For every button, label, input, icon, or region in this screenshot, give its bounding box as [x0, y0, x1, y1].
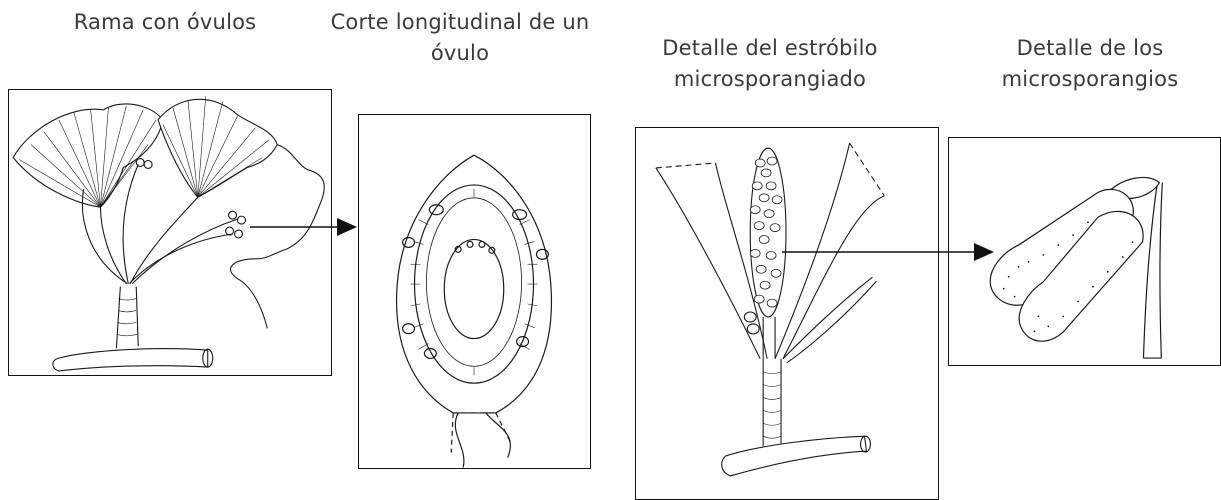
- strobilus-illustration: [636, 128, 938, 499]
- caption-line: Corte longitudinal de un: [310, 7, 610, 38]
- caption-line: óvulo: [310, 38, 610, 69]
- caption-line: microsporangios: [960, 64, 1220, 95]
- caption-branch-with-ovules: Rama con óvulos: [40, 7, 290, 38]
- caption-line: microsporangiado: [620, 64, 920, 95]
- panel-ovule-section: [358, 114, 591, 469]
- arrow-head-icon: [337, 218, 357, 236]
- panel-microsporangiate-strobilus: [635, 127, 939, 500]
- ginkgo-branch-illustration: [9, 90, 331, 375]
- panel-branch-with-ovules: [8, 89, 332, 376]
- caption-microsporangiate-strobilus: Detalle del estróbilo microsporangiado: [620, 33, 920, 95]
- caption-line: Rama con óvulos: [40, 7, 290, 38]
- ovule-section-illustration: [359, 115, 590, 468]
- caption-microsporangia-detail: Detalle de los microsporangios: [960, 33, 1220, 95]
- caption-ovule-longitudinal-section: Corte longitudinal de un óvulo: [310, 7, 610, 69]
- microsporangia-illustration: [949, 138, 1220, 365]
- caption-line: Detalle del estróbilo: [620, 33, 920, 64]
- panel-microsporangia: [948, 137, 1221, 366]
- caption-line: Detalle de los: [960, 33, 1220, 64]
